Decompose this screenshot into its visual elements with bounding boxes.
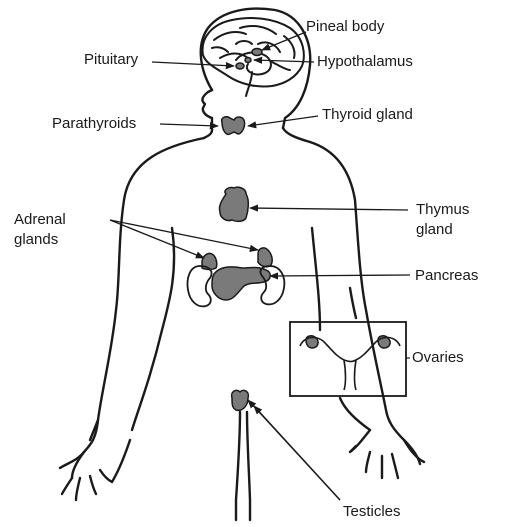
adrenal-pointer-left (109, 219, 205, 259)
right-leg (245, 410, 252, 522)
ovaries-inset (289, 321, 407, 397)
testicles-pointer-2 (253, 405, 341, 501)
left-ovary-icon (305, 335, 319, 349)
pancreas-pointer (269, 272, 411, 280)
label-adrenal-line2: glands (14, 231, 59, 248)
hypothalamus-icon (244, 56, 252, 64)
pineal-body-icon (251, 47, 263, 57)
right-adrenal-gland-icon (257, 247, 273, 268)
label-thyroid-gland: Thyroid gland (322, 106, 413, 123)
parathyroids-pointer (159, 122, 219, 130)
right-inner-arm (338, 396, 372, 432)
label-pineal-body: Pineal body (306, 18, 385, 35)
label-adrenal-line1: Adrenal (14, 211, 66, 228)
label-parathyroids: Parathyroids (52, 115, 137, 132)
head-outline (199, 7, 312, 130)
hypothalamus-pointer (253, 56, 315, 64)
label-pancreas: Pancreas (415, 267, 479, 284)
thyroid-gland-icon (220, 116, 246, 136)
thymus-gland-icon (218, 186, 250, 223)
pancreas-icon (211, 266, 271, 301)
adrenal-pointer-right (109, 219, 259, 252)
label-ovaries: Ovaries (412, 349, 464, 366)
testicles-icon (230, 389, 250, 412)
face-profile (201, 88, 214, 132)
right-hand (348, 428, 426, 480)
brain-icon (201, 17, 305, 97)
left-hand (58, 418, 132, 502)
neck-right (281, 126, 312, 144)
pituitary-pointer (151, 61, 235, 70)
left-leg (234, 410, 242, 522)
thyroid-pointer (247, 115, 319, 129)
label-thymus-line1: Thymus (416, 201, 470, 218)
label-hypothalamus: Hypothalamus (317, 53, 413, 70)
right-torso (310, 226, 322, 332)
neck-left (202, 128, 214, 140)
pituitary-icon (235, 62, 245, 70)
right-arm-outer (308, 140, 422, 466)
label-testicles: Testicles (343, 503, 401, 520)
left-kidney-icon (186, 265, 213, 308)
right-kidney-icon (259, 265, 286, 306)
label-pituitary: Pituitary (84, 51, 139, 68)
left-arm-outer (70, 136, 206, 480)
pineal-body-pointer (261, 31, 307, 51)
left-torso (130, 226, 176, 432)
left-adrenal-gland-icon (201, 252, 218, 271)
thymus-pointer (249, 204, 409, 212)
right-waist-line (348, 286, 358, 320)
label-thymus-line2: gland (416, 221, 453, 238)
